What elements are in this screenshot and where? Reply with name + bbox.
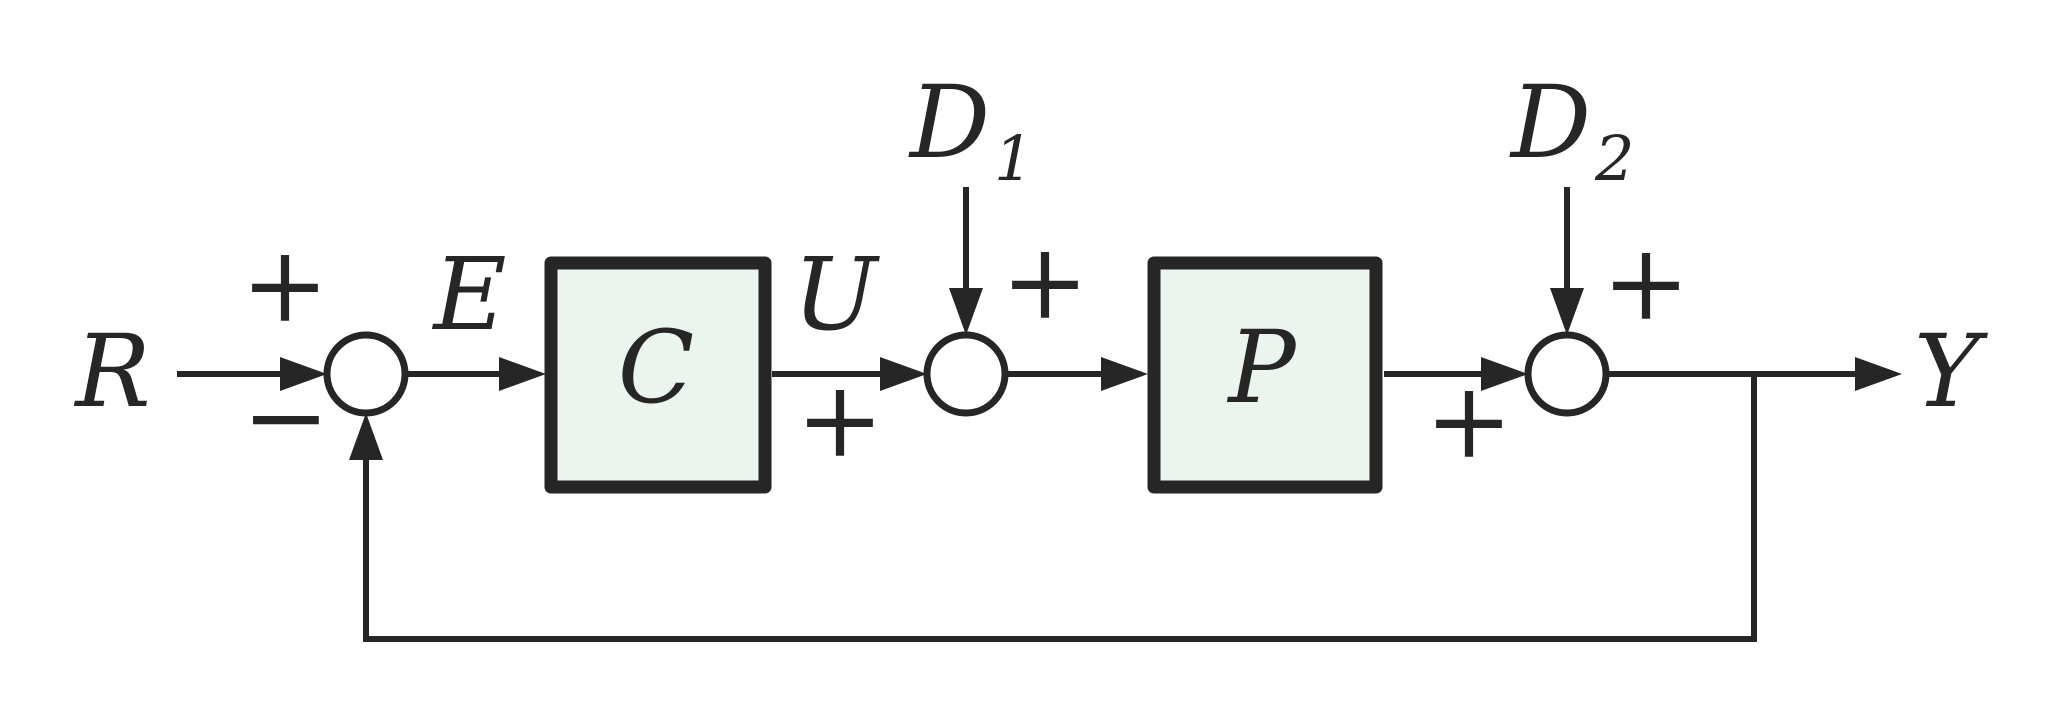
sum2-input-plus-sign: +	[796, 359, 884, 481]
disturbance2-subscript: 2	[1594, 122, 1634, 195]
plant-label: P	[1226, 309, 1297, 426]
arrowhead-disturbance2	[1550, 288, 1584, 335]
arrowhead-into-output	[1855, 357, 1902, 391]
sum2-disturbance-plus-sign: +	[1001, 221, 1089, 343]
sum3-input-plus-sign: +	[1425, 360, 1513, 482]
sum-junction-3	[1524, 331, 1610, 417]
arrowhead-into-sum3	[1481, 357, 1528, 391]
feedback-path-line	[363, 374, 1757, 642]
arrowhead-into-sum2	[880, 357, 927, 391]
sum-junction-2	[923, 331, 1009, 417]
sum-junction-1	[323, 331, 409, 417]
arrowhead-disturbance1	[949, 288, 983, 335]
arrowhead-into-controller	[499, 357, 546, 391]
plant-block	[1147, 256, 1383, 494]
controller-label: C	[618, 309, 695, 426]
arrowhead-into-plant	[1101, 357, 1148, 391]
sum1-minus-sign: −	[242, 356, 330, 478]
input-label: R	[73, 313, 150, 430]
disturbance2-label: D	[1509, 64, 1591, 181]
controller-block	[544, 256, 772, 494]
arrowhead-feedback-into-sum1	[349, 413, 383, 460]
error-label: E	[432, 236, 507, 353]
disturbance1-label: D	[908, 64, 990, 181]
control-label: U	[793, 236, 881, 353]
sum3-disturbance-plus-sign: +	[1602, 222, 1690, 344]
sum1-plus-sign: +	[241, 224, 329, 346]
output-label: Y	[1914, 313, 1988, 430]
disturbance1-subscript: 1	[994, 122, 1033, 195]
arrowhead-into-sum1	[280, 357, 327, 391]
